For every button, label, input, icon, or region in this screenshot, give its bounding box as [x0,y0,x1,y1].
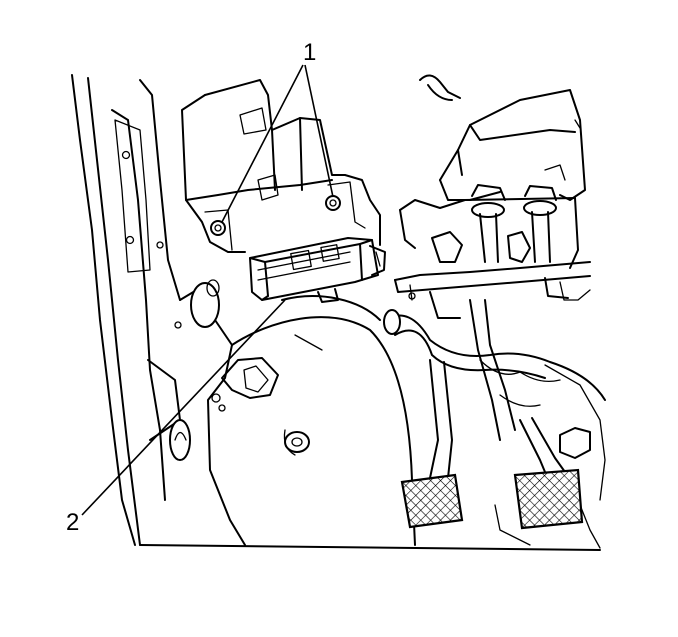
callout-label-2: 2 [66,509,79,536]
bracket-fasteners [210,195,341,236]
steering-column-support [419,74,586,201]
mounting-bracket [181,79,381,253]
center-tunnel [231,295,416,546]
floor-line [139,504,601,551]
brake-pedal-pad [400,473,464,529]
kick-panel [179,279,279,546]
wiring-harness [383,299,606,501]
door-pillar [71,74,191,546]
accelerator-pedal-pad [513,468,584,530]
leader-2 [81,299,286,516]
control-module [249,237,386,303]
fastener-left [210,220,226,236]
leader-1-left [221,64,304,223]
callout-label-1: 1 [303,39,316,66]
leader-1-right [304,64,334,198]
pedal-bracket [394,184,591,319]
fastener-right [325,195,341,211]
callout-leaders [81,64,334,516]
